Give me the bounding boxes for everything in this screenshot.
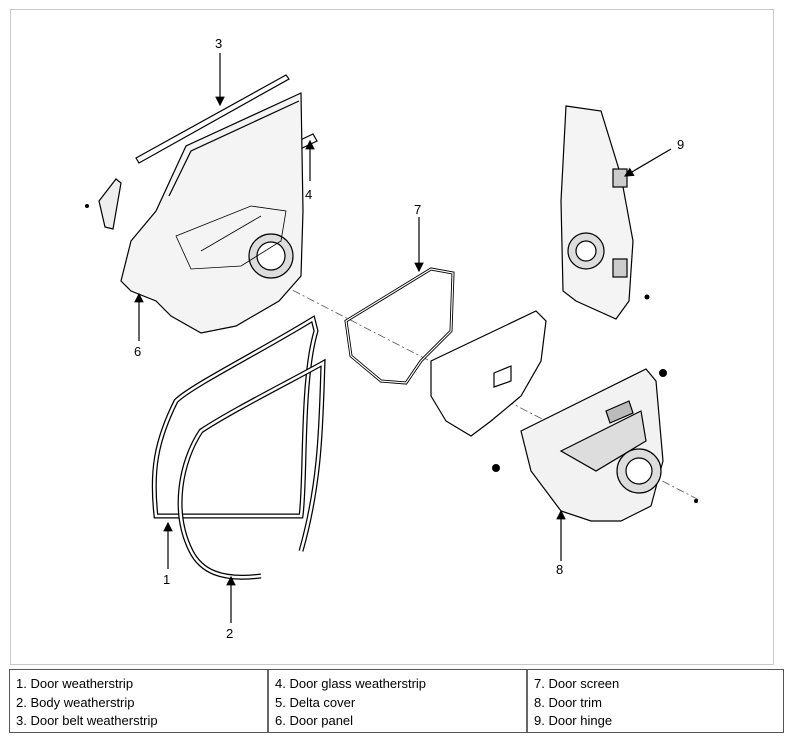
callout-3: 3 (215, 36, 222, 51)
callout-8: 8 (556, 562, 563, 577)
delta-cover-part (98, 178, 122, 230)
trim-insulator-part (430, 310, 547, 437)
parts-legend-table: 1. Door weatherstrip 2. Body weatherstri… (9, 669, 784, 733)
door-hinge-body-part (560, 105, 634, 320)
door-panel-part (120, 92, 304, 334)
legend-item: 7. Door screen (534, 676, 620, 691)
legend-item: 9. Door hinge (534, 713, 613, 728)
diagram-drawing: 3 4 7 6 1 2 8 9 (85, 36, 702, 641)
callout-1: 1 (163, 572, 170, 587)
door-weatherstrip-part (151, 315, 319, 519)
legend-item: 6. Door panel (275, 713, 354, 728)
legend-item: 5. Delta cover (275, 694, 356, 710)
door-belt-weatherstrip-part (135, 74, 290, 164)
callout-9: 9 (677, 137, 684, 152)
legend-column: 4. Door glass weatherstrip 5. Delta cove… (269, 670, 528, 732)
legend-column: 7. Door screen 8. Door trim 9. Door hing… (528, 670, 783, 732)
legend-item: 3. Door belt weatherstrip (16, 713, 158, 728)
door-trim-part (520, 368, 664, 522)
legend-item: 8. Door trim (534, 694, 602, 710)
callout-6: 6 (134, 344, 141, 359)
callout-4: 4 (305, 187, 312, 202)
callout-2: 2 (226, 626, 233, 641)
legend-item: 2. Body weatherstrip (16, 694, 135, 710)
exploded-door-diagram: 3 4 7 6 1 2 8 9 (10, 9, 774, 665)
legend-column: 1. Door weatherstrip 2. Body weatherstri… (10, 670, 269, 732)
callout-7: 7 (414, 202, 421, 217)
legend-item: 4. Door glass weatherstrip (275, 676, 427, 691)
legend-item: 1. Door weatherstrip (16, 676, 134, 691)
